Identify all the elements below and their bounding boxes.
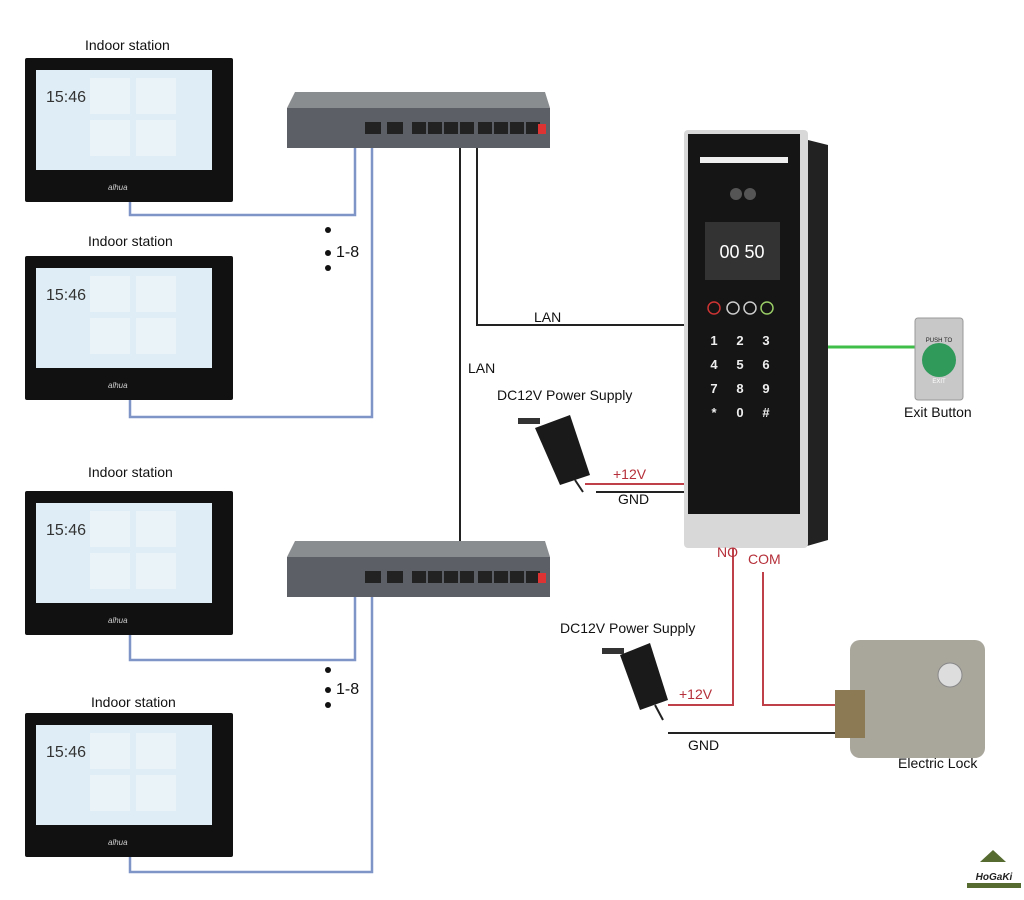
svg-text:EXIT: EXIT	[932, 379, 946, 385]
svg-text:*: *	[711, 405, 717, 420]
door-station: 00 50 1 2 3 4 5 6 7 8 9 * 0 #	[684, 130, 828, 548]
indoor-cables	[128, 148, 374, 874]
indoor-station-label: Indoor station	[88, 233, 173, 249]
lan-cables	[459, 148, 840, 734]
indoor-station-label: Indoor station	[91, 694, 176, 710]
plus12v-label: +12V	[613, 466, 647, 482]
electric-lock-label: Electric Lock	[898, 755, 978, 771]
svg-text:0: 0	[736, 405, 743, 420]
exit-button-device: PUSH TO EXIT	[914, 317, 964, 401]
com-label: COM	[748, 551, 781, 567]
svg-text:2: 2	[736, 333, 743, 348]
keypad: 1 2 3 4 5 6 7 8 9 * 0 #	[710, 333, 770, 420]
camera-icon	[730, 188, 742, 200]
svg-text:1: 1	[710, 333, 717, 348]
lan-label: LAN	[468, 360, 496, 376]
power-cables	[585, 483, 840, 706]
door-station-time: 00 50	[719, 242, 764, 262]
count-label: 1-8	[336, 681, 360, 698]
svg-text:PUSH TO: PUSH TO	[926, 338, 953, 344]
svg-text:3: 3	[762, 333, 769, 348]
svg-text:4: 4	[710, 357, 718, 372]
gnd-label: GND	[618, 491, 650, 507]
svg-text:8: 8	[736, 381, 743, 396]
electric-lock	[835, 640, 985, 758]
no-label: NO	[717, 544, 738, 560]
svg-text:5: 5	[736, 357, 743, 372]
svg-text:6: 6	[762, 357, 769, 372]
psu-label: DC12V Power Supply	[560, 620, 696, 636]
exit-button-label: Exit Button	[904, 404, 972, 420]
plus12v-label: +12V	[679, 686, 713, 702]
hogaki-logo: HoGaKi	[967, 850, 1021, 888]
poe-switch	[287, 92, 550, 148]
indoor-station-label: Indoor station	[88, 464, 173, 480]
gnd-label: GND	[688, 737, 720, 753]
indoor-stations: 15:46 alhua	[25, 58, 233, 857]
svg-text:HoGaKi: HoGaKi	[976, 872, 1013, 883]
psu-label: DC12V Power Supply	[497, 387, 633, 403]
brand-logo: alhua	[108, 183, 128, 192]
indoor-station-label: Indoor station	[85, 37, 170, 53]
indoor-station: 15:46 alhua	[25, 58, 233, 202]
indoor-time: 15:46	[46, 89, 86, 106]
power-supplies	[518, 415, 668, 721]
svg-text:7: 7	[710, 381, 717, 396]
poe-switches	[287, 92, 550, 597]
svg-text:9: 9	[762, 381, 769, 396]
more-dots	[325, 227, 331, 708]
lan-label: LAN	[534, 309, 562, 325]
count-label: 1-8	[336, 244, 360, 261]
svg-text:#: #	[762, 405, 770, 420]
